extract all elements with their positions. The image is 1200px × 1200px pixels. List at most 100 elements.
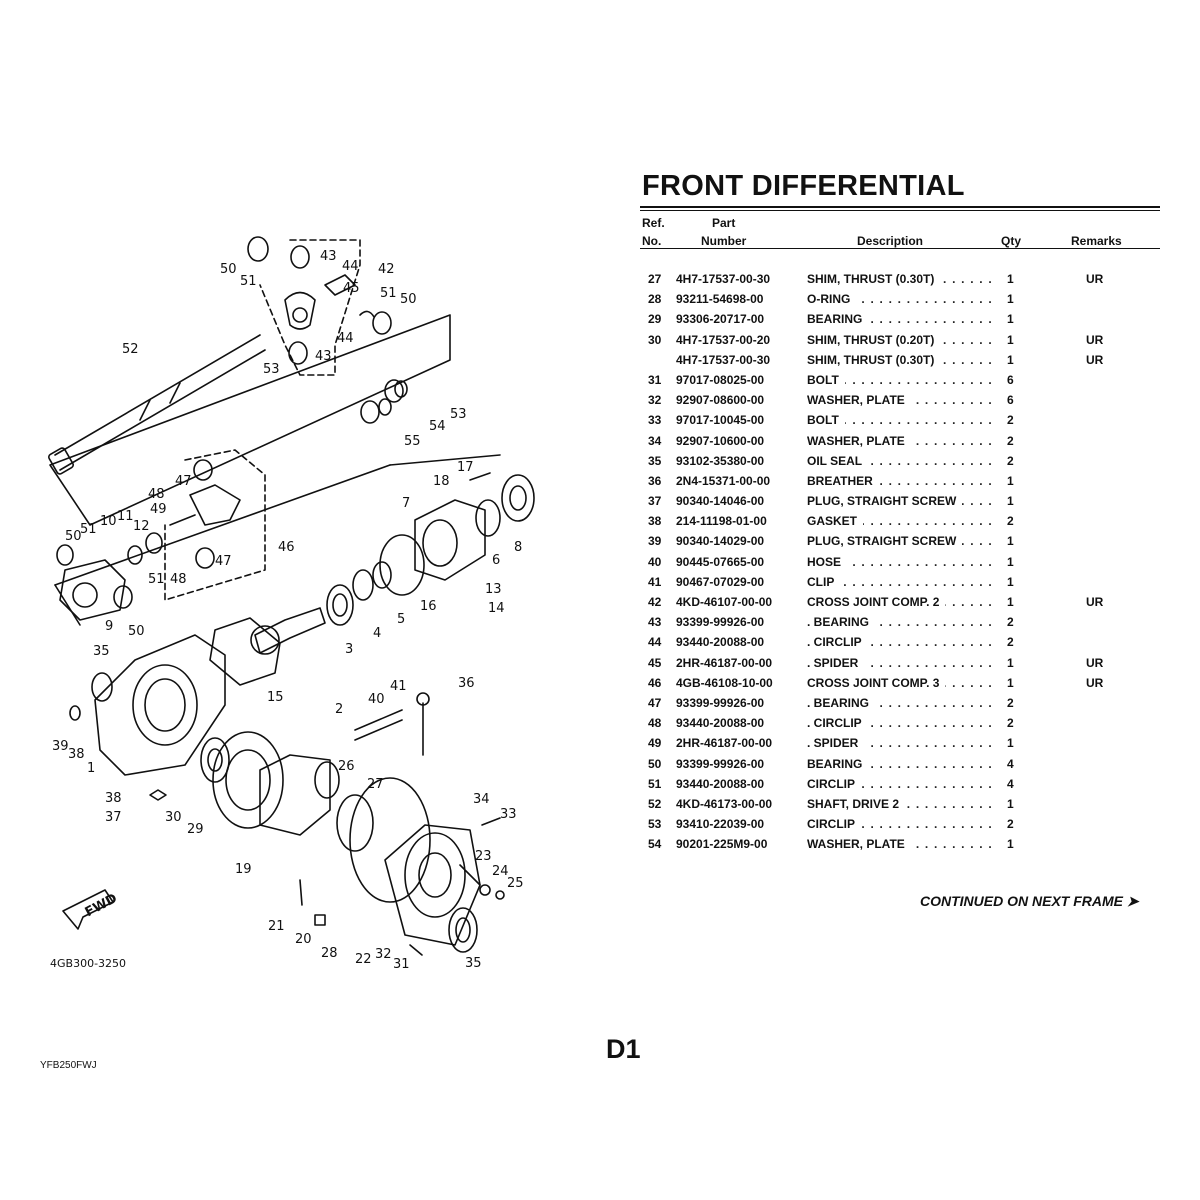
- remarks: UR: [1086, 352, 1104, 367]
- header-remarks: Remarks: [1071, 234, 1122, 248]
- remarks: UR: [1086, 655, 1104, 670]
- callout-label: 41: [390, 679, 407, 694]
- description: GASKET: [807, 514, 864, 529]
- quantity: 2: [1007, 413, 1014, 428]
- description: . SPIDER: [807, 736, 865, 751]
- quantity: 4: [1007, 776, 1014, 791]
- quantity: 1: [1007, 292, 1014, 307]
- description: BEARING: [807, 756, 869, 771]
- callout-label: 30: [165, 810, 182, 825]
- part-number: 2HR-46187-00-00: [676, 736, 773, 751]
- quantity: 4: [1007, 756, 1014, 771]
- ref-number: 33: [648, 413, 662, 428]
- callout-label: 37: [105, 810, 122, 825]
- part-number: 4GB-46108-10-00: [676, 675, 773, 690]
- description: HOSE: [807, 554, 848, 569]
- callout-label: 31: [393, 957, 410, 972]
- description: BEARING: [807, 312, 869, 327]
- callout-label: 16: [420, 599, 437, 614]
- callout-label: 40: [368, 692, 385, 707]
- callout-label: 50: [65, 529, 82, 544]
- part-number: 4H7-17537-00-20: [676, 332, 771, 347]
- ref-number: 48: [648, 716, 662, 731]
- callout-label: 3: [345, 642, 353, 657]
- description: . BEARING: [807, 615, 876, 630]
- part-number: 90467-07029-00: [676, 574, 765, 589]
- description: SHIM, THRUST (0.30T): [807, 272, 941, 286]
- quantity: 1: [1007, 312, 1014, 327]
- callout-label: 21: [268, 919, 285, 934]
- callout-label: 6: [492, 553, 500, 568]
- callout-label: 32: [375, 947, 392, 962]
- ref-number: 54: [648, 837, 662, 852]
- description: SHIM, THRUST (0.30T): [807, 352, 941, 367]
- title-rule: [640, 206, 1160, 208]
- callout-label: 33: [500, 807, 517, 822]
- callout-label: 51: [80, 522, 97, 537]
- quantity: 1: [1007, 494, 1014, 509]
- callout-label: 53: [263, 362, 280, 377]
- callout-label: 35: [465, 956, 482, 971]
- callout-label: 55: [404, 434, 421, 449]
- ref-number: 30: [648, 332, 662, 347]
- callout-label: 52: [122, 342, 139, 357]
- part-number: 90340-14029-00: [676, 534, 765, 549]
- ref-number: 45: [648, 655, 662, 670]
- description: WASHER, PLATE: [807, 837, 911, 852]
- quantity: 1: [1007, 736, 1014, 751]
- description: . BEARING: [807, 695, 876, 710]
- quantity: 1: [1007, 574, 1014, 589]
- part-number: 4KD-46173-00-00: [676, 796, 773, 811]
- callout-label: 48: [170, 572, 187, 587]
- callout-label: 27: [367, 777, 384, 792]
- quantity: 1: [1007, 796, 1014, 811]
- description: . SPIDER: [807, 655, 865, 670]
- part-number: 97017-10045-00: [676, 413, 765, 428]
- ref-number: 27: [648, 272, 662, 286]
- description-leader: . . . . . . . . . . . . . . . . . . . . …: [807, 554, 995, 569]
- callout-label: 10: [100, 514, 117, 529]
- remarks: UR: [1086, 272, 1104, 286]
- ref-number: 31: [648, 372, 662, 387]
- callout-label: 26: [338, 759, 355, 774]
- quantity: 2: [1007, 514, 1014, 529]
- ref-number: 38: [648, 514, 662, 529]
- callout-label: 50: [400, 292, 417, 307]
- callout-label: 12: [133, 519, 150, 534]
- ref-number: 41: [648, 574, 662, 589]
- quantity: 1: [1007, 352, 1014, 367]
- header-ref-line2: No.: [642, 234, 662, 248]
- quantity: 1: [1007, 837, 1014, 852]
- part-number: 93102-35380-00: [676, 453, 765, 468]
- header-rule: [640, 248, 1160, 249]
- ref-number: 43: [648, 615, 662, 630]
- callout-label: 13: [485, 582, 502, 597]
- quantity: 1: [1007, 675, 1014, 690]
- quantity: 1: [1007, 272, 1014, 286]
- callout-label: 49: [150, 502, 167, 517]
- part-number: 90340-14046-00: [676, 494, 765, 509]
- callout-label: 25: [507, 876, 524, 891]
- part-number: 92907-08600-00: [676, 393, 765, 408]
- ref-number: 34: [648, 433, 662, 448]
- part-number: 93440-20088-00: [676, 635, 765, 650]
- header-qty: Qty: [1001, 234, 1022, 248]
- description: PLUG, STRAIGHT SCREW: [807, 534, 963, 549]
- callout-label: 38: [105, 791, 122, 806]
